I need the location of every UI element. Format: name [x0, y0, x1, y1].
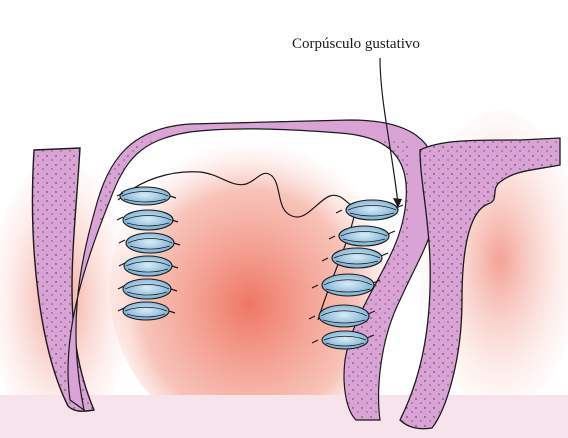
taste-bud — [126, 233, 174, 253]
taste-bud — [322, 274, 374, 296]
taste-bud — [332, 248, 382, 268]
taste-bud — [339, 226, 389, 246]
taste-bud — [123, 302, 169, 320]
taste-bud — [322, 331, 368, 349]
taste-bud-label: Corpúsculo gustativo — [292, 36, 420, 53]
taste-bud — [123, 279, 171, 299]
taste-bud — [346, 200, 398, 220]
taste-bud — [120, 187, 170, 205]
taste-bud — [319, 305, 369, 327]
taste-bud — [124, 256, 172, 276]
taste-bud — [123, 210, 173, 230]
